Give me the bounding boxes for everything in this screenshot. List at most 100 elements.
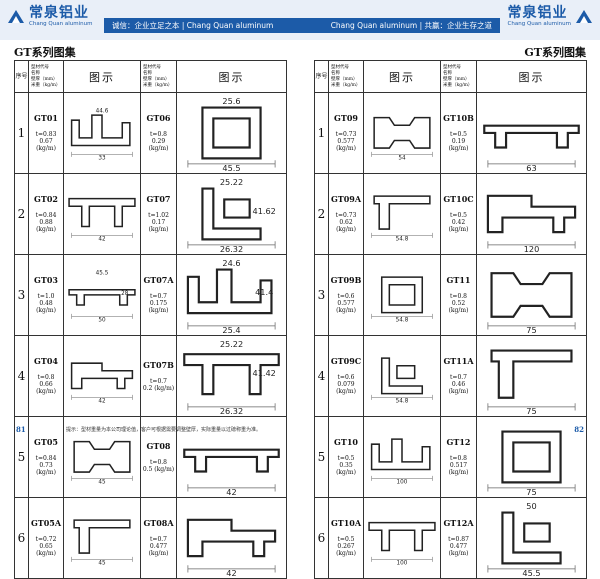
profile-weight: 0.35 (kg/m) — [336, 462, 356, 477]
profile-code: GT08A — [143, 518, 174, 529]
dimension-label: 26.32 — [220, 406, 243, 416]
profile-drawing: 42 — [70, 362, 134, 404]
dimension-label: 42 — [98, 236, 106, 241]
header-figure: 图示 — [476, 60, 587, 93]
profile-weight: 0.267 (kg/m) — [336, 543, 356, 558]
dimension-line — [187, 322, 276, 330]
header-info-label: 型材代号 — [143, 64, 161, 70]
profile-drawing: 120 — [486, 194, 577, 254]
profile-thickness: t=0.84 — [35, 455, 57, 463]
profile-code: GT06 — [146, 113, 171, 124]
dimension-line — [187, 241, 276, 249]
profile-code: GT10 — [334, 437, 358, 448]
profile-thickness: t=0.8 — [150, 131, 167, 139]
logo-icon — [8, 9, 24, 23]
header-info-label: 型材代号 — [443, 64, 461, 70]
profile-thickness: t=0.7 — [150, 293, 167, 301]
header-info-labels: 型材代号名称壁厚（mm）米重（kg/m） — [328, 60, 364, 93]
profile-thickness: t=1.02 — [148, 212, 169, 220]
profile-thickness: t=0.83 — [35, 131, 57, 139]
dimension-label: 54.8 — [396, 317, 409, 322]
header-figure: 图示 — [176, 60, 287, 93]
profile-thickness: t=0.5 — [450, 131, 467, 139]
dimension-label: 45.5 — [522, 568, 540, 578]
profile-drawing: 45 — [71, 519, 133, 565]
row-number: 4 — [314, 334, 329, 417]
profile-outline — [486, 194, 577, 234]
row-number: 6 — [14, 496, 29, 579]
profile-weight: 0.577 (kg/m) — [336, 138, 356, 153]
dimension-label: 45.5 — [96, 271, 109, 277]
dimension-label: 75 — [526, 487, 536, 497]
dimension-label: 44.6 — [96, 109, 109, 115]
profile-code: GT03 — [34, 275, 58, 286]
profile-code: GT01 — [34, 113, 58, 124]
header-number: 序号 — [14, 60, 29, 93]
profile-code: GT12A — [443, 518, 474, 529]
profile-thickness: t=1.0 — [37, 293, 55, 301]
dimension-label: 50 — [98, 317, 106, 322]
profile-code: GT07 — [146, 194, 171, 205]
profile-weight: 0.65 (kg/m) — [36, 543, 56, 558]
profile-weight: 0.67 (kg/m) — [36, 138, 56, 153]
brand-logo-left: 常泉铝业 Chang Quan aluminum — [6, 5, 95, 28]
logo-chinese-name: 常泉铝业 — [507, 5, 568, 21]
dimension-label: 25.22 — [220, 177, 243, 187]
profile-code: GT12 — [446, 437, 471, 448]
dimension-label: 100 — [397, 560, 408, 565]
profile-outline — [186, 518, 277, 557]
header-banner: 常泉铝业 Chang Quan aluminum 诚信：企业立足之本 | Cha… — [0, 0, 600, 40]
header-info-label: 壁厚（mm） — [331, 76, 358, 82]
dimension-label: 26.32 — [220, 244, 243, 254]
dimension-label: 25.4 — [222, 325, 240, 335]
profile-weight: 0.73 (kg/m) — [36, 462, 56, 477]
profile-thickness: t=0.87 — [448, 536, 469, 544]
profile-figure: 75 — [476, 415, 587, 498]
dimension-label: 63 — [526, 163, 536, 173]
header-info-label: 米重（kg/m） — [31, 82, 61, 88]
profile-figure: 120 — [476, 172, 587, 255]
profile-figure: 75 — [476, 253, 587, 336]
header-info-label: 名称 — [143, 70, 152, 76]
profile-code: GT05 — [34, 437, 58, 448]
profile-drawing: 45.525.6 — [187, 96, 276, 173]
profile-figure: 75 — [476, 334, 587, 417]
row-number: 2 — [314, 172, 329, 255]
profile-thickness: t=0.6 — [337, 374, 355, 382]
profile-outline — [183, 352, 280, 395]
profile-weight: 0.62 (kg/m) — [336, 219, 356, 234]
dimension-label: 100 — [397, 479, 408, 484]
dimension-label: 42 — [226, 487, 236, 497]
header-info-label: 米重（kg/m） — [443, 82, 473, 88]
profile-thickness: t=0.8 — [150, 458, 167, 466]
dimension-label: 41.42 — [253, 368, 276, 378]
profile-outline — [490, 271, 573, 318]
profile-outline — [380, 357, 424, 395]
profile-weight: 0.5 (kg/m) — [142, 465, 175, 473]
profile-outline — [73, 440, 131, 473]
profile-weight: 0.477 (kg/m) — [148, 543, 169, 558]
profile-code: GT07A — [143, 275, 174, 286]
profile-code: GT09A — [330, 194, 362, 205]
profile-code: GT11 — [446, 275, 471, 286]
row-number: 6 — [314, 496, 329, 579]
profile-thickness: t=0.73 — [335, 212, 357, 220]
header-info-label: 名称 — [31, 70, 40, 76]
